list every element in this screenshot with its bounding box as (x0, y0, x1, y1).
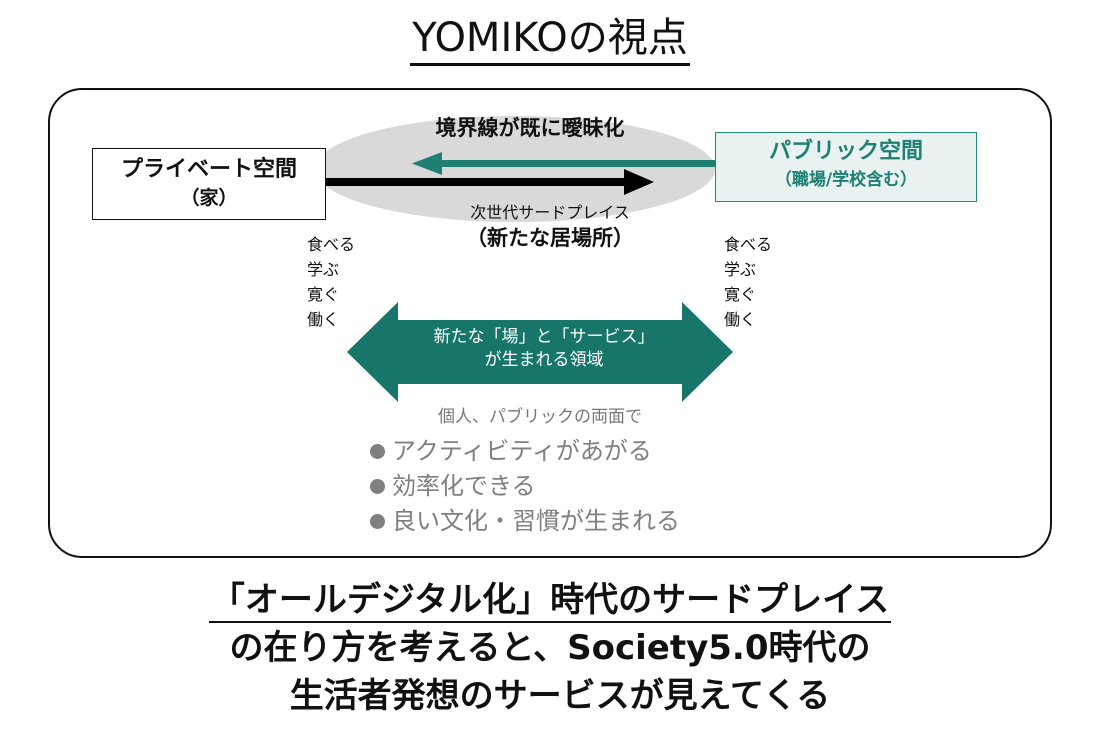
double-arrow-text: 新たな「場」と「サービス」 が生まれる領域 (398, 326, 690, 372)
bullet-text: 良い文化・習慣が生まれる (392, 507, 680, 535)
double-arrow-line1: 新たな「場」と「サービス」 (433, 327, 655, 347)
verb-item: 食べる (724, 235, 773, 254)
bullet-text: 効率化できる (392, 472, 536, 500)
conclusion-line1: 「オールデジタル化」時代のサードプレイス (0, 576, 1100, 624)
boundary-ellipse (315, 116, 715, 222)
verb-item: 働く (724, 310, 757, 329)
public-space-label: パブリック空間 (768, 139, 923, 164)
verb-item: 学ぶ (307, 260, 340, 279)
conclusion-line3: 生活者発想のサービスが見えてくる (289, 676, 831, 716)
black-arrow-right (326, 169, 654, 195)
verbs-left: 食べる 学ぶ 寛ぐ 働く (307, 232, 355, 332)
double-arrow-line2: が生まれる領域 (484, 350, 604, 370)
both-sides-label: 個人、パブリックの両面で (438, 407, 642, 427)
public-space-sub: （職場/学校含む） (774, 170, 918, 190)
verb-item: 食べる (307, 235, 356, 254)
verb-item: 学ぶ (724, 260, 757, 279)
private-space-box: プライベート空間 （家） (92, 148, 326, 220)
teal-arrow-left (412, 152, 716, 175)
bullet-dot-icon (370, 444, 385, 459)
public-space-box: パブリック空間 （職場/学校含む） (715, 132, 977, 202)
verb-item: 寛ぐ (307, 285, 340, 304)
bullet-dot-icon (370, 514, 385, 529)
list-item: 良い文化・習慣が生まれる (370, 504, 680, 539)
conclusion-line2: の在り方を考えると、Society5.0時代の (229, 628, 871, 668)
boundary-label: 境界線が既に曖昧化 (435, 116, 625, 140)
bullet-text: アクティビティがあがる (392, 437, 652, 465)
list-item: アクティビティがあがる (370, 434, 680, 469)
page-title: YOMIKOの視点 (0, 14, 1100, 66)
next-gen-line1: 次世代サードプレイス (470, 203, 630, 222)
verbs-right: 食べる 学ぶ 寛ぐ 働く (724, 232, 772, 332)
page-title-text: YOMIKOの視点 (410, 15, 690, 66)
double-headed-arrow (347, 302, 733, 402)
bullet-dot-icon (370, 479, 385, 494)
bullet-list: アクティビティがあがる 効率化できる 良い文化・習慣が生まれる (370, 434, 680, 539)
verb-item: 働く (307, 310, 340, 329)
next-gen-line2: （新たな居場所） (466, 226, 634, 250)
diagram-frame (48, 88, 1052, 558)
conclusion-text: 「オールデジタル化」時代のサードプレイス の在り方を考えると、Society5.… (0, 576, 1100, 720)
next-gen-label: 次世代サードプレイス （新たな居場所） (420, 202, 680, 252)
verb-item: 寛ぐ (724, 285, 757, 304)
private-space-label: プライベート空間 (120, 157, 297, 182)
private-space-sub: （家） (180, 187, 238, 209)
conclusion-line1-text: 「オールデジタル化」時代のサードプレイス (208, 580, 892, 623)
list-item: 効率化できる (370, 469, 680, 504)
